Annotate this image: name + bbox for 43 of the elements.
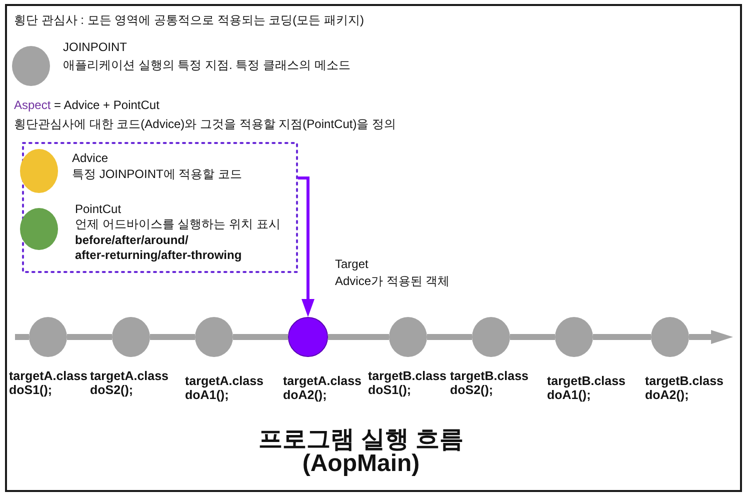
method-label: targetB.class doS1();	[368, 369, 447, 397]
method-label: targetA.class doA1();	[185, 374, 264, 402]
note-text: 횡단 관심사 : 모든 영역에 공통적으로 적용되는 코딩(모든 패키지)	[14, 13, 364, 28]
timeline-line	[593, 334, 651, 340]
method-label: targetA.class doS1();	[9, 369, 88, 397]
circle	[20, 208, 58, 250]
description: 횡단관심사에 대한 코드(Advice)와 그것을 적용할 지점(PointCut)을 정의	[14, 117, 396, 132]
timeline-line	[510, 334, 555, 340]
circle	[195, 317, 233, 357]
timeline-arrow	[689, 330, 734, 344]
timeline-line	[15, 334, 29, 340]
dotted-box	[22, 142, 298, 273]
method-label: targetB.class doA1();	[547, 374, 626, 402]
circle	[472, 317, 510, 357]
method-label: targetB.class doA2();	[645, 374, 724, 402]
circle	[389, 317, 427, 357]
description: Advice가 적용된 객체	[335, 274, 450, 289]
heading: JOINPOINT	[63, 40, 128, 55]
description: 애플리케이션 실행의 특정 지점. 특정 클래스의 메소드	[63, 58, 350, 73]
circle	[555, 317, 593, 357]
caption: 프로그램 실행 흐름 (AopMain)	[257, 428, 465, 476]
arrow	[298, 176, 314, 317]
description: 특정 JOINPOINT에 적용할 코드	[72, 167, 242, 182]
description: before/after/around/ after-returning/after-throwing	[75, 233, 243, 263]
definition-text: Aspect = Advice + PointCut	[14, 98, 160, 113]
circle	[20, 149, 58, 193]
circle	[651, 317, 689, 357]
method-label: targetA.class doS2();	[90, 369, 169, 397]
timeline-line	[67, 334, 112, 340]
method-label: targetA.class doA2();	[283, 374, 362, 402]
timeline-line	[150, 334, 195, 340]
heading: Advice	[72, 151, 108, 166]
timeline-line	[328, 334, 389, 340]
circle	[29, 317, 67, 357]
heading: Target	[335, 257, 368, 272]
circle	[288, 317, 328, 357]
method-label: targetB.class doS2();	[450, 369, 529, 397]
heading: PointCut	[75, 202, 122, 217]
circle	[112, 317, 150, 357]
timeline-line	[233, 334, 288, 340]
description: 언제 어드바이스를 실행하는 위치 표시	[75, 217, 280, 232]
timeline-line	[427, 334, 472, 340]
circle	[12, 46, 50, 86]
